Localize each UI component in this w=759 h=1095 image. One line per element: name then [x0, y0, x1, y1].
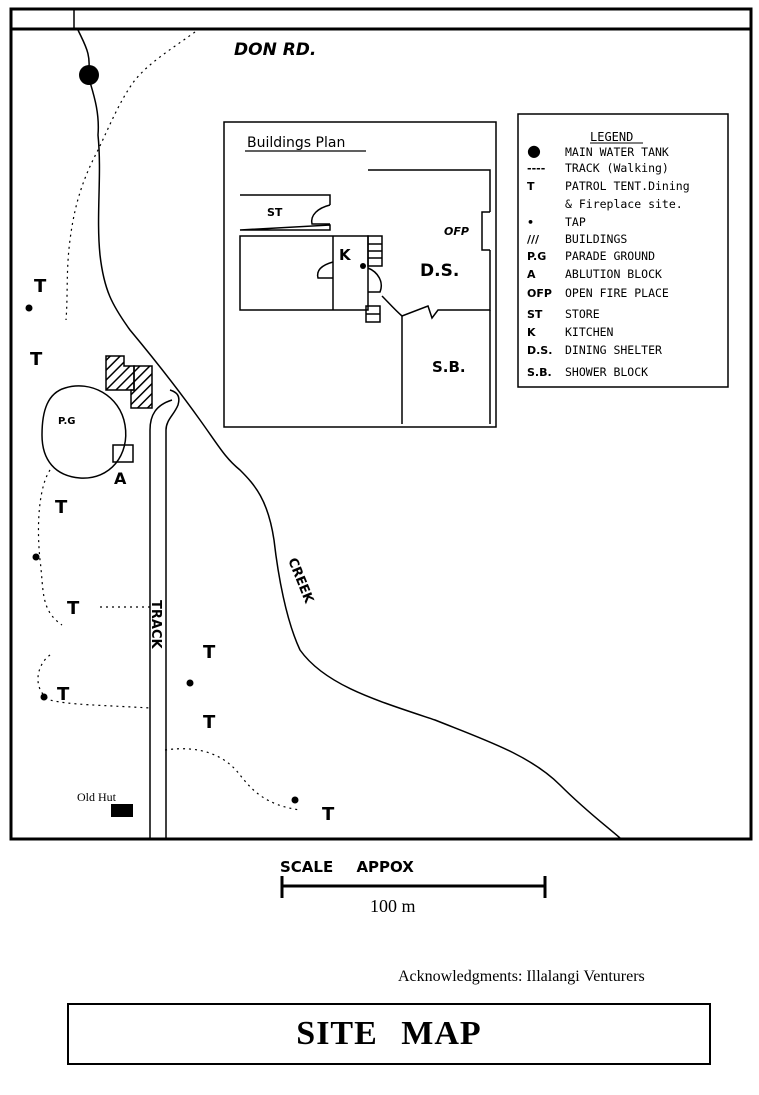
walking-track	[37, 469, 63, 626]
legend-symbol: •	[527, 216, 534, 229]
tap-icon	[186, 679, 194, 687]
patrol-tent: T	[67, 598, 80, 619]
store-door	[310, 204, 331, 225]
open-fire-place	[481, 211, 490, 251]
scale-bar: SCALE APPOX 100 m	[280, 858, 547, 916]
tap-icon	[25, 304, 33, 312]
legend-symbol: S.B.	[527, 366, 552, 379]
scale-distance: 100 m	[370, 896, 416, 916]
tap-icon	[40, 693, 48, 701]
legend-frame	[517, 113, 729, 388]
legend-label: DINING SHELTER	[565, 343, 662, 357]
legend-symbol: OFP	[527, 287, 552, 300]
track-label: TRACK	[148, 600, 163, 649]
patrol-tent: T	[55, 497, 68, 518]
legend-label: & Fireplace site.	[565, 197, 683, 211]
building-hatched	[130, 365, 153, 409]
kitchen-tap-icon	[360, 263, 366, 269]
dining-shelter-outline	[368, 169, 491, 320]
legend-symbol: K	[527, 326, 536, 339]
legend-rows: ● MAIN WATER TANK ---- TRACK (Walking) T PATR…	[527, 141, 690, 379]
legend-label: STORE	[565, 307, 600, 321]
tap-icon	[32, 553, 40, 561]
store-label: ST	[267, 206, 283, 219]
legend-label: TRACK (Walking)	[565, 161, 669, 175]
kitchen-door	[316, 261, 334, 279]
store-outline	[239, 194, 331, 231]
patrol-tent: T	[322, 804, 335, 825]
walking-track	[164, 748, 301, 811]
vehicle-track-right	[165, 389, 180, 838]
scale-label: SCALE APPOX	[280, 858, 414, 876]
patrol-tent: T	[203, 712, 216, 733]
acknowledgments: Acknowledgments: Illalangi Venturers	[398, 968, 645, 985]
legend-symbol: ///	[527, 233, 540, 246]
kitchen-label: K	[339, 246, 352, 264]
legend: LEGEND ● MAIN WATER TANK ---- TRACK (Walkin…	[517, 113, 729, 388]
shower-block-label: S.B.	[432, 358, 466, 376]
walking-tracks	[37, 31, 301, 811]
map-frame	[9, 7, 753, 841]
road-label: DON RD.	[234, 40, 316, 60]
legend-symbol: T	[527, 180, 535, 193]
kitchen-block-outline	[239, 235, 369, 311]
ablution-label: A	[114, 469, 127, 488]
legend-title: LEGEND	[590, 130, 633, 144]
tap-icon	[291, 796, 299, 804]
old-hut	[111, 804, 133, 817]
patrol-tent: T	[34, 276, 47, 297]
parade-ground-label: P.G	[58, 416, 76, 427]
walking-track	[65, 31, 196, 321]
legend-label: PARADE GROUND	[565, 249, 655, 263]
buildings-plan-frame	[223, 121, 497, 428]
legend-symbol: D.S.	[527, 344, 552, 357]
parade-ground	[41, 385, 127, 479]
creek-label: CREEK	[284, 556, 316, 606]
kitchen-door-east	[367, 267, 382, 293]
page-title: SITE MAP	[296, 1015, 482, 1052]
legend-symbol: ●	[527, 141, 541, 160]
building-hatched	[105, 355, 135, 391]
legend-label: TAP	[565, 215, 586, 229]
patrol-tent: T	[203, 642, 216, 663]
vehicle-track-left	[149, 399, 173, 838]
patrol-tent: T	[57, 684, 70, 705]
title-box: SITE MAP	[67, 1003, 711, 1065]
legend-label: SHOWER BLOCK	[565, 365, 648, 379]
legend-label: KITCHEN	[565, 325, 614, 339]
legend-label: MAIN WATER TANK	[565, 145, 669, 159]
taps	[25, 304, 299, 804]
open-fire-place-label: OFP	[444, 225, 469, 238]
creek-line	[77, 29, 621, 839]
legend-label: OPEN FIRE PLACE	[565, 286, 669, 300]
shower-block-outline	[401, 310, 491, 424]
buildings-plan-title: Buildings Plan	[247, 135, 345, 151]
buildings-plan-inset: Buildings Plan ST K D.S.	[223, 121, 497, 428]
walking-track	[37, 654, 151, 709]
patrol-tent: T	[30, 349, 43, 370]
legend-symbol: ----	[527, 162, 545, 175]
legend-symbol: ST	[527, 308, 543, 321]
legend-symbol: A	[527, 268, 536, 281]
legend-label: PATROL TENT.Dining	[565, 179, 690, 193]
old-hut-label: Old Hut	[77, 790, 117, 804]
legend-label: BUILDINGS	[565, 232, 627, 246]
ablution-block	[112, 444, 134, 463]
main-water-tank-icon	[79, 65, 99, 85]
dining-shelter-label: D.S.	[420, 261, 459, 281]
legend-label: ABLUTION BLOCK	[565, 267, 662, 281]
legend-symbol: P.G	[527, 250, 546, 263]
